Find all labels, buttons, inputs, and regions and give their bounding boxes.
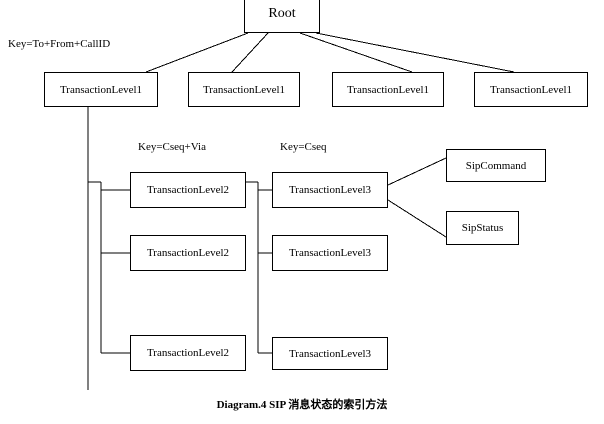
node-label: TransactionLevel2	[146, 184, 230, 196]
edge-level3-to-sipcommand	[387, 157, 447, 186]
edge-level3-to-sipstatus	[387, 199, 447, 238]
figure-caption: Diagram.4 SIP 消息状态的索引方法	[216, 399, 388, 411]
node-transaction-level2-2: TransactionLevel2	[130, 235, 246, 271]
node-transaction-level1-3: TransactionLevel1	[332, 72, 444, 107]
edge-root-to-level1-4	[315, 32, 515, 73]
node-label: TransactionLevel1	[346, 83, 430, 96]
node-root: Root	[244, 0, 320, 33]
key-label-level2: Key=Cseq+Via	[138, 141, 206, 153]
node-label: TransactionLevel2	[146, 347, 230, 359]
node-label: TransactionLevel3	[288, 247, 372, 259]
node-label: TransactionLevel1	[202, 83, 286, 96]
node-label: SipStatus	[461, 222, 504, 234]
node-label: TransactionLevel1	[489, 83, 573, 96]
node-root-label: Root	[268, 5, 296, 21]
node-label: TransactionLevel3	[288, 347, 372, 360]
node-transaction-level1-4: TransactionLevel1	[474, 72, 588, 107]
edge-root-to-level1-3	[299, 32, 413, 73]
node-transaction-level3-1: TransactionLevel3	[272, 172, 388, 208]
node-label: TransactionLevel3	[288, 184, 372, 196]
edge-root-to-level1-2	[231, 32, 269, 73]
edge-root-to-level1-1	[145, 32, 249, 73]
node-transaction-level1-1: TransactionLevel1	[44, 72, 158, 107]
node-transaction-level2-3: TransactionLevel2	[130, 335, 246, 371]
node-sip-status: SipStatus	[446, 211, 519, 245]
key-label-level3: Key=Cseq	[280, 141, 327, 153]
node-transaction-level1-2: TransactionLevel1	[188, 72, 300, 107]
node-label: SipCommand	[465, 159, 527, 172]
node-label: TransactionLevel2	[146, 247, 230, 259]
node-label: TransactionLevel1	[59, 83, 143, 96]
node-transaction-level3-2: TransactionLevel3	[272, 235, 388, 271]
node-transaction-level3-3: TransactionLevel3	[272, 337, 388, 370]
node-transaction-level2-1: TransactionLevel2	[130, 172, 246, 208]
node-sip-command: SipCommand	[446, 149, 546, 182]
key-label-level1: Key=To+From+CallID	[8, 38, 111, 50]
